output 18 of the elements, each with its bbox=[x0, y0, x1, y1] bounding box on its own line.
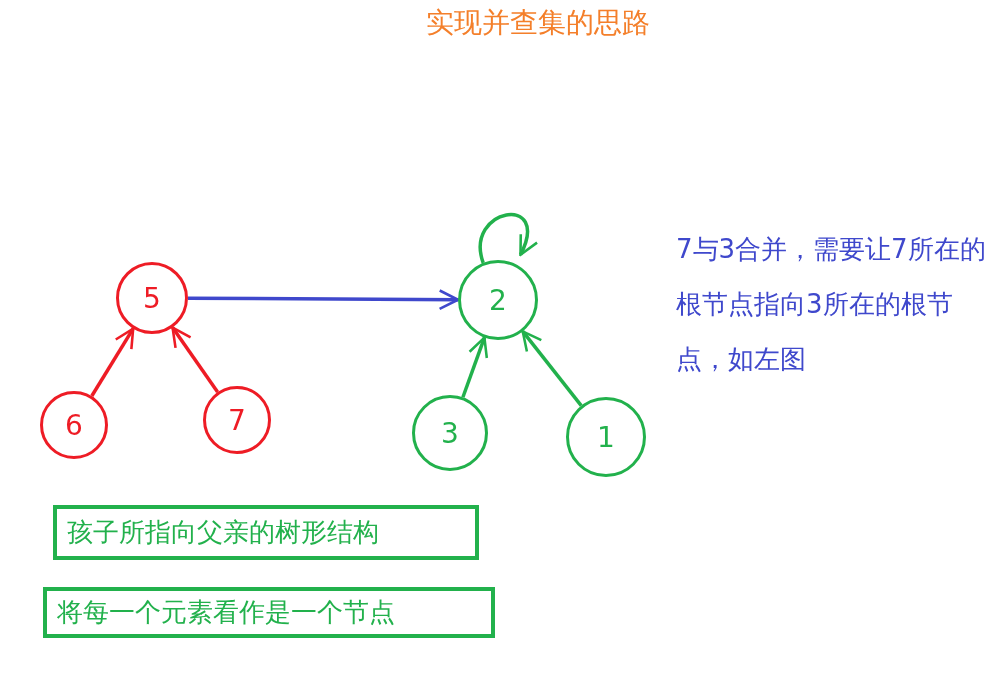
arrow bbox=[171, 326, 219, 394]
node-label: 2 bbox=[489, 283, 507, 317]
arrow bbox=[521, 330, 583, 407]
note-box bbox=[53, 505, 479, 560]
note-text: 7与3合并，需要让7所在的根节点指向3所在的根节点，如左图 bbox=[676, 233, 987, 376]
node-label: 1 bbox=[597, 420, 615, 454]
arrow bbox=[478, 213, 538, 264]
node-label: 孩子所指向父亲的树形结构 bbox=[67, 516, 379, 549]
node-label: 将每一个元素看作是一个节点 bbox=[57, 596, 395, 629]
node-label: 5 bbox=[143, 281, 161, 315]
note-box bbox=[43, 587, 495, 638]
arrow bbox=[188, 289, 460, 311]
node-label: 3 bbox=[441, 416, 459, 450]
arrow bbox=[90, 327, 135, 397]
arrow bbox=[461, 336, 489, 398]
node-label: 7 bbox=[228, 403, 246, 437]
node-label: 6 bbox=[65, 408, 83, 442]
title: 实现并查集的思路 bbox=[426, 5, 650, 41]
